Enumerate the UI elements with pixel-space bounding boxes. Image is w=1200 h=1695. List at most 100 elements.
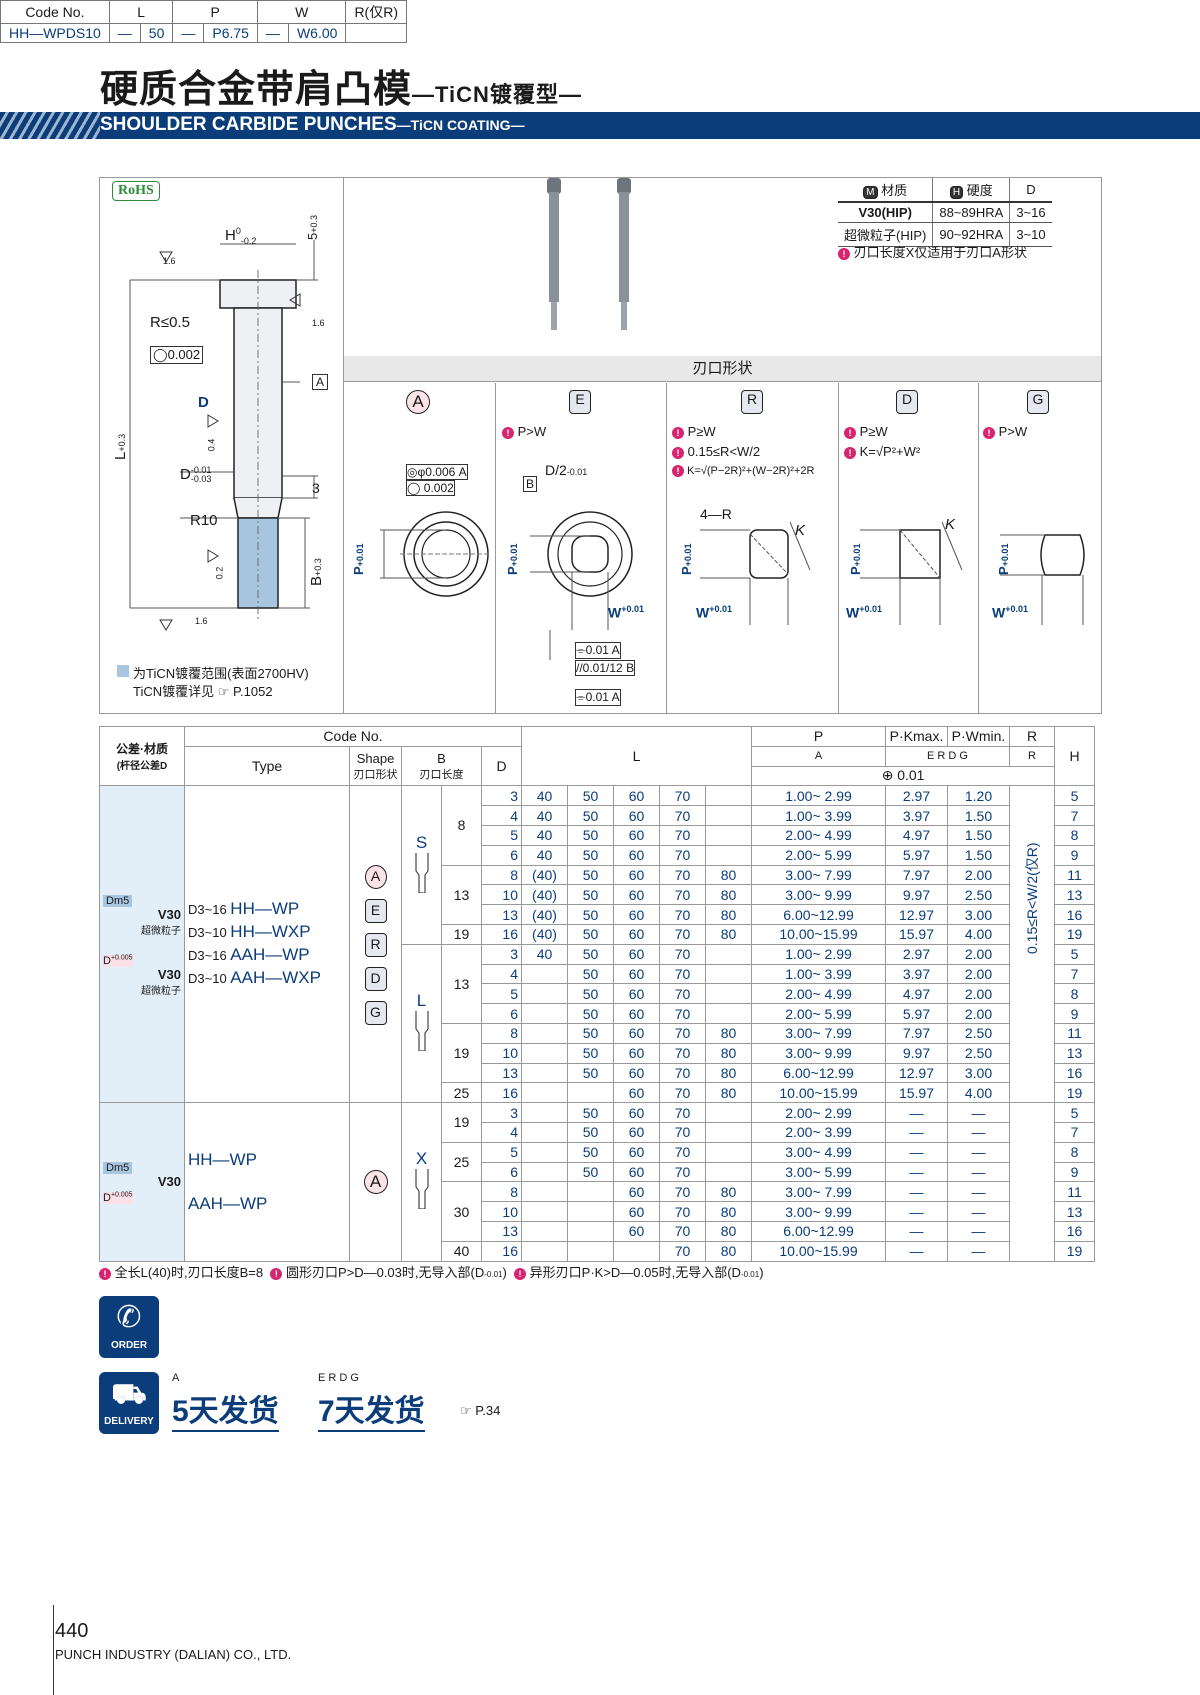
shape-e-drawing xyxy=(530,511,633,660)
shape-d-drawing xyxy=(860,521,963,625)
shape-letters-2: A xyxy=(349,1102,402,1262)
roughness-5: 0.2 xyxy=(214,566,225,580)
dim-r10: R10 xyxy=(190,512,218,529)
rohs-badge: RoHS xyxy=(112,181,160,201)
shape-d-cond2: ! K=√P²+W² xyxy=(844,444,920,459)
shape-r-cond3: ! K=√(P−2R)²+(W−2R)²+2R xyxy=(672,465,814,478)
coat-note-2: TiCN镀覆详见 ☞ P.1052 xyxy=(133,684,273,699)
shape-e-tol3: ⌯0.01 A xyxy=(575,689,621,706)
spec-table: 公差·材质(杆径公差D Code No. L P P·Kmax. P·Wmin.… xyxy=(99,725,1095,1262)
shape-a-p: P+0.01 xyxy=(351,543,366,575)
b-code-x: X xyxy=(401,1102,442,1262)
b-length: 40 xyxy=(441,1240,482,1262)
shape-e-cond: ! P>W xyxy=(502,424,546,439)
english-title: SHOULDER CARBIDE PUNCHES—TiCN COATING— xyxy=(100,114,525,135)
h-code: Code No. xyxy=(184,726,522,747)
r-range: 0.15≤R<W/2(仅R) xyxy=(1009,785,1055,1104)
h-tol-mat: 公差·材质(杆径公差D xyxy=(99,725,185,787)
h-l: L xyxy=(521,725,752,787)
shape-d-k: K xyxy=(945,516,956,533)
shape-g-drawing xyxy=(1000,534,1085,625)
shape-e-w: W+0.01 xyxy=(608,604,644,621)
shape-e-tol2: //0.01/12 B xyxy=(575,660,636,676)
b-length: 13 xyxy=(441,943,482,1024)
flatness-callout: ◯0.002 xyxy=(150,346,204,364)
h-type: Type xyxy=(184,745,350,787)
h-r-icon: R xyxy=(1009,745,1055,767)
h-pk: P·Kmax. xyxy=(885,726,948,747)
drawing-panel xyxy=(99,177,1102,714)
shape-d-p: P+0.01 xyxy=(848,543,863,575)
shape-d-cond1: ! P≥W xyxy=(844,424,888,439)
h-inc: ⊕ 0.01 xyxy=(751,765,1055,787)
delivery-others-days: 7天发货 xyxy=(318,1386,425,1432)
page-title: 硬质合金带肩凸模—TiCN镀覆型— xyxy=(100,69,582,111)
b-length: 13 xyxy=(441,864,482,925)
dim-d-tol: D-0.01-0.03 xyxy=(180,465,212,485)
order-icon: ✆ORDER xyxy=(99,1296,159,1358)
delivery-icon: ⛟DELIVERY xyxy=(99,1372,159,1434)
b-code-l: L xyxy=(401,943,442,1104)
b-length: 25 xyxy=(441,1082,482,1104)
shape-r-p: P+0.01 xyxy=(679,543,694,575)
shape-e-bref: B xyxy=(523,476,538,492)
h-r: R xyxy=(1009,726,1055,747)
shape-a-tol2: ◯ 0.002 xyxy=(406,480,455,496)
b-code-s: S xyxy=(401,785,442,945)
b-length: 19 xyxy=(441,1102,482,1143)
dim-d: D xyxy=(198,394,209,411)
coat-legend-swatch xyxy=(117,665,129,677)
material-note: ! 刃口长度X仅适用于刃口A形状 xyxy=(838,242,1027,261)
shape-g-cond: ! P>W xyxy=(983,424,1027,439)
roughness-4: 0.4 xyxy=(206,438,217,452)
b-length: 19 xyxy=(441,923,482,945)
shape-r-cond2: ! 0.15≤R<W/2 xyxy=(672,444,760,459)
h-p: P xyxy=(751,726,886,747)
b-length: 19 xyxy=(441,1022,482,1084)
page-number: 440 xyxy=(55,1620,89,1642)
h-h: H xyxy=(1054,725,1095,787)
shape-d-w: W+0.01 xyxy=(846,604,882,621)
shape-g-p: P+0.01 xyxy=(996,543,1011,575)
h-pk-icons: E R D G xyxy=(885,745,1010,767)
punch-photo xyxy=(547,178,631,330)
title-banner xyxy=(0,112,1200,139)
shape-r-w: W+0.01 xyxy=(696,604,732,621)
shape-d-label: D xyxy=(896,390,918,414)
roughness-1: 1.6 xyxy=(163,256,176,266)
roughness-3: 1.6 xyxy=(195,616,208,626)
delivery-a-icon: A xyxy=(172,1372,180,1384)
dim-l: L+0.3 xyxy=(112,433,129,460)
shape-a-drawing xyxy=(380,511,490,597)
shape-e-tol1: ⌯0.01 A xyxy=(575,642,621,659)
delivery-ref: ☞ P.34 xyxy=(460,1403,501,1418)
punch-drawing xyxy=(129,240,318,631)
shape-r-k: K xyxy=(795,522,806,539)
shape-r-cond1: ! P≥W xyxy=(672,424,716,439)
banner-stripes xyxy=(0,112,100,139)
shape-e-label: E xyxy=(569,390,591,414)
shape-g-label: G xyxy=(1027,390,1049,414)
shape-r-label: R xyxy=(741,390,763,414)
